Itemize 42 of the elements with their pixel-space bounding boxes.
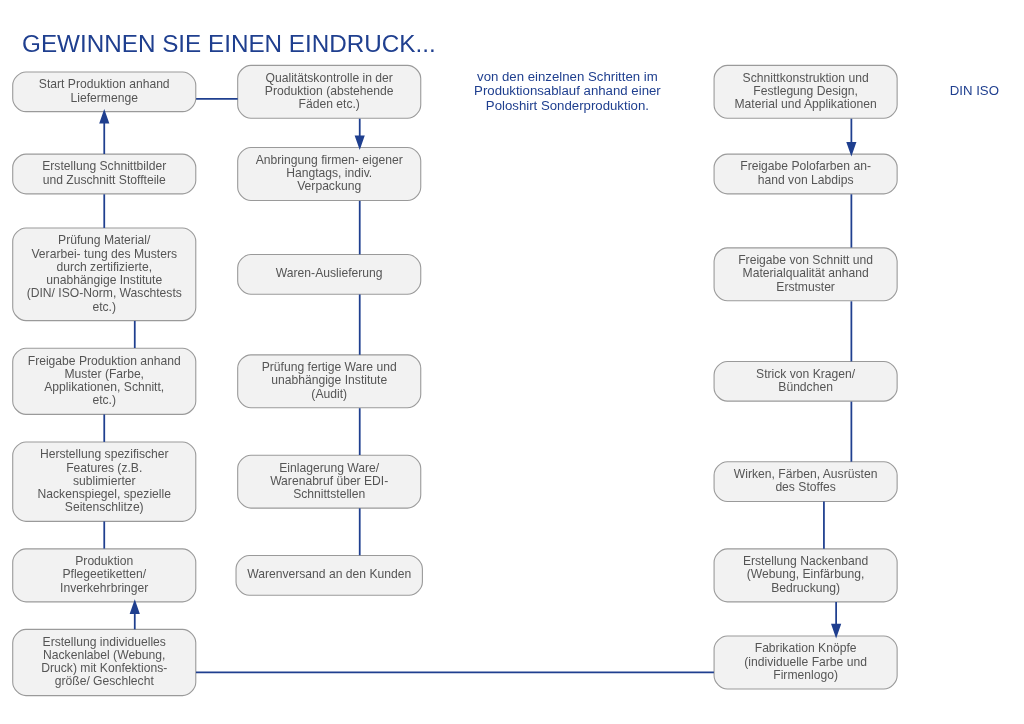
connector: [133, 320, 136, 349]
arrow: [99, 109, 110, 155]
connector: [103, 520, 106, 550]
node-box: Freigabe Produktion anhand Muster (Farbe, Applikationen, Schnitt, etc.): [12, 347, 197, 415]
node-box: Anbringung firmen- eigener Hangtags, indiv. Verpackung: [237, 146, 422, 201]
label: von den einzelnen Schritten im Produktionsablauf anhand einer Poloshirt Sonderproduktion.: [474, 68, 661, 113]
node-box: Prüfung fertige Ware und unabhängige Institute (Audit): [237, 354, 422, 409]
node-box: Freigabe von Schnitt und Materialqualität anhand Erstmuster: [713, 247, 898, 302]
arrow: [846, 117, 857, 157]
connector: [850, 193, 853, 249]
node-box: Erstellung Nackenband (Webung, Einfärbung, Bedruckung): [713, 548, 898, 603]
connector: [358, 507, 361, 557]
node-box: Warenversand an den Kunden: [235, 555, 423, 596]
node-box: Waren-Auslieferung: [237, 253, 422, 295]
connector: [358, 200, 361, 256]
node-box: Prüfung Material/ Verarbei- tung des Musters durch zertifizierte, unabhängige Institute (DIN/ ISO-Norm, Waschtests etc.): [12, 227, 197, 322]
node-box: Herstellung spezifischer Features (z.B. sublimierter Nackenspiegel, spezielle Seitenschlitze): [12, 441, 197, 522]
node-box: Strick von Kragen/ Bündchen: [713, 360, 898, 402]
connector: [823, 500, 825, 550]
node-box: Produktion Pflegeetiketten/ Inverkehrbringer: [12, 548, 197, 603]
connector: [195, 671, 715, 674]
connector: [358, 407, 361, 456]
arrow: [129, 599, 140, 631]
diagram-title: GEWINNEN SIE EINEN EINDRUCK...: [22, 30, 436, 58]
node-box: Erstellung Schnittbilder und Zuschnitt Stoffteile: [12, 153, 197, 195]
node-box: Fabrikation Knöpfe (individuelle Farbe und Firmenlogo): [713, 635, 898, 690]
arrow: [831, 601, 842, 639]
node-box: Wirken, Färben, Ausrüsten des Stoffes: [713, 461, 898, 503]
connector: [103, 413, 106, 443]
connector: [195, 98, 239, 100]
node-box: Qualitätskontrolle in der Produktion (abstehende Fäden etc.): [237, 64, 422, 119]
connector: [103, 193, 106, 229]
node-box: Schnittkonstruktion und Festlegung Design, Material und Applikationen: [713, 64, 898, 119]
node-box: Einlagerung Ware/ Warenabruf über EDI-Schnittstellen: [237, 454, 422, 509]
label: DIN ISO: [949, 83, 999, 99]
arrow: [354, 117, 365, 150]
connector: [850, 400, 853, 463]
node-box: Freigabe Polofarben an- hand von Labdips: [713, 153, 898, 195]
connector: [850, 300, 853, 363]
node-box: Erstellung individuelles Nackenlabel (Webung, Druck) mit Konfektions- größe/ Geschlecht: [12, 628, 197, 697]
node-box: Start Produktion anhand Liefermenge: [12, 71, 197, 113]
connector: [358, 293, 361, 356]
